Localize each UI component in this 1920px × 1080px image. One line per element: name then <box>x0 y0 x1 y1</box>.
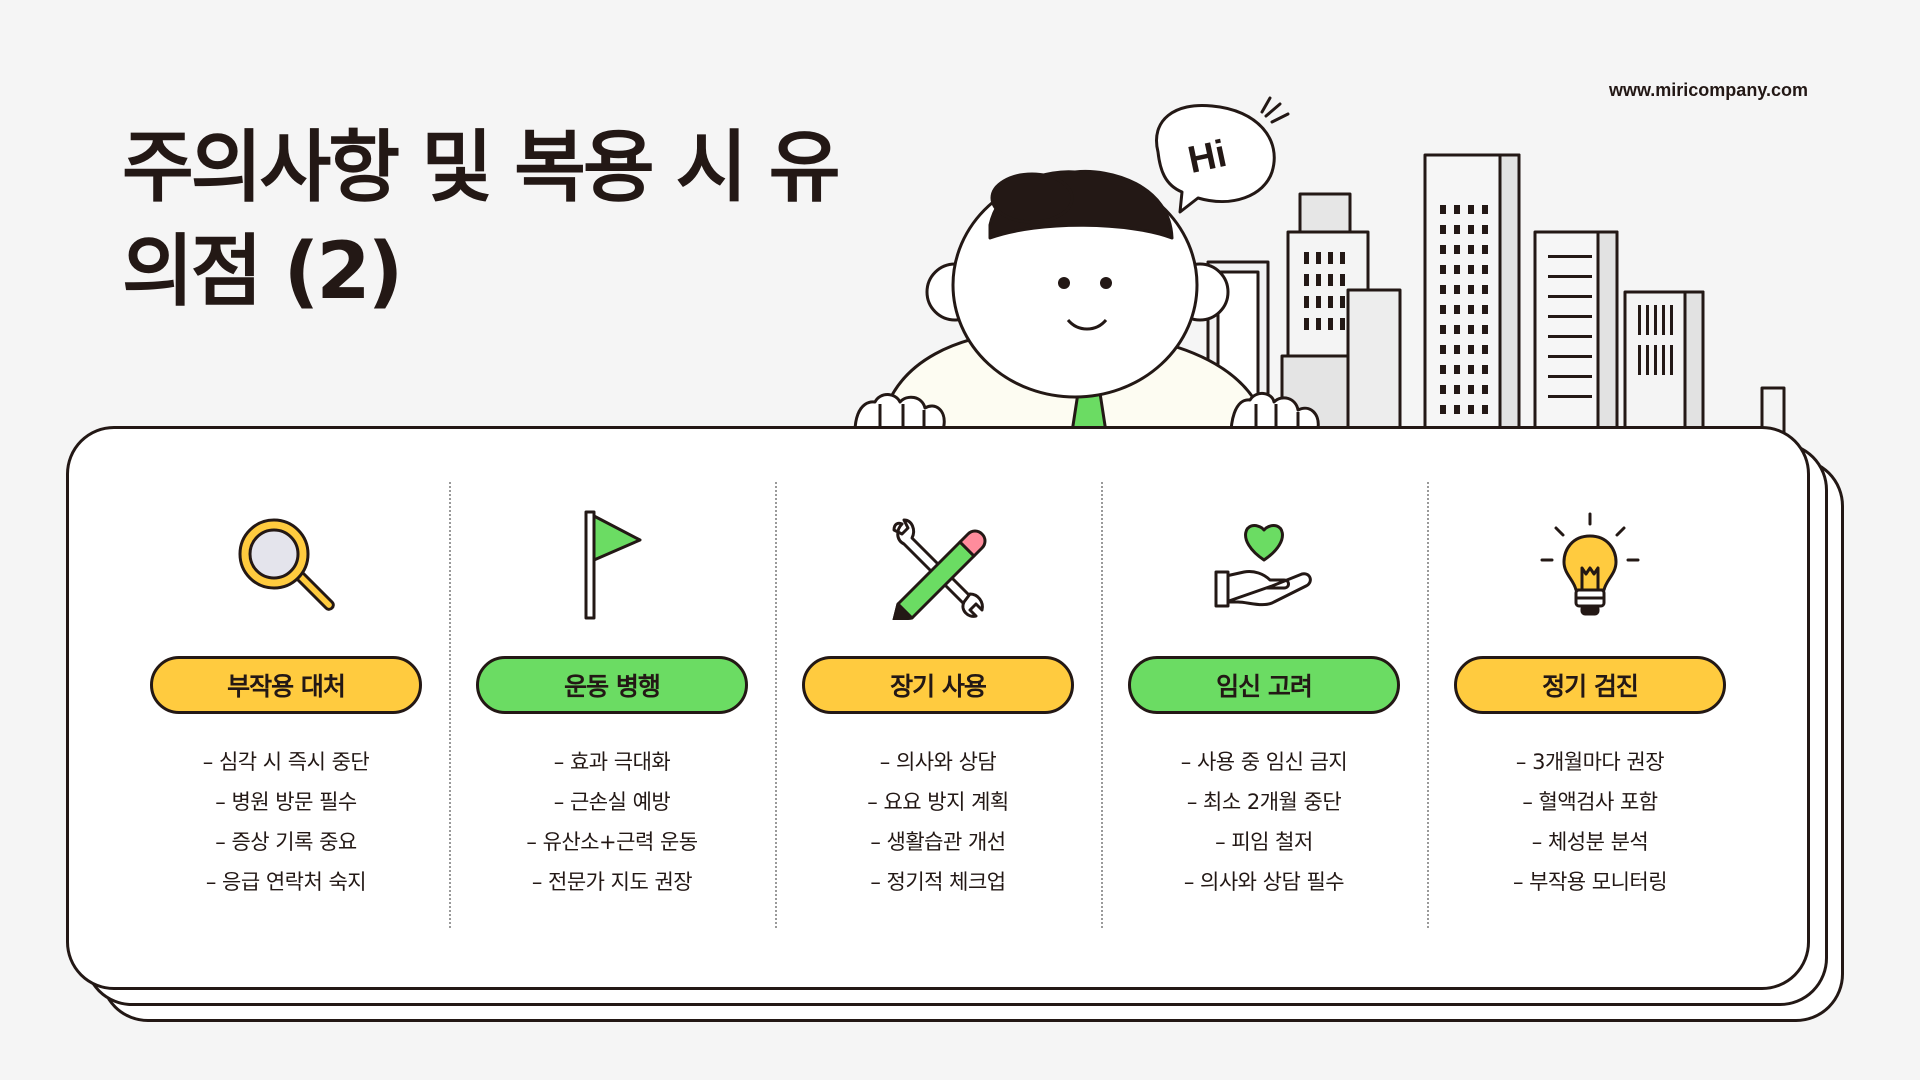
list-item: – 최소 2개월 중단 <box>1186 790 1342 814</box>
column-exercise: 운동 병행 – 효과 극대화 – 근손실 예방 – 유산소+근력 운동 – 전문… <box>449 480 775 930</box>
item-list: – 의사와 상담 – 요요 방지 계획 – 생활습관 개선 – 정기적 체크업 <box>775 742 1101 902</box>
list-item: – 병원 방문 필수 <box>215 790 357 814</box>
label-side-effects: 부작용 대처 <box>150 656 422 714</box>
list-item: – 3개월마다 권장 <box>1515 750 1665 774</box>
list-item: – 체성분 분석 <box>1531 830 1649 854</box>
label-checkup: 정기 검진 <box>1454 656 1726 714</box>
building-4 <box>1533 230 1619 434</box>
list-item: – 생활습관 개선 <box>870 830 1006 854</box>
list-item: – 부작용 모니터링 <box>1512 870 1668 894</box>
pencil-wrench-icon <box>892 518 987 620</box>
list-item: – 요요 방지 계획 <box>867 790 1009 814</box>
item-list: – 3개월마다 권장 – 혈액검사 포함 – 체성분 분석 – 부작용 모니터링 <box>1427 742 1753 902</box>
list-item: – 응급 연락처 숙지 <box>205 870 367 894</box>
speech-bubble-text: Hi <box>1184 133 1230 182</box>
site-url[interactable]: www.miricompany.com <box>1608 80 1808 100</box>
column-long-term: 장기 사용 – 의사와 상담 – 요요 방지 계획 – 생활습관 개선 – 정기… <box>775 480 1101 930</box>
list-item: – 심각 시 즉시 중단 <box>202 750 370 774</box>
column-pregnancy: 임신 고려 – 사용 중 임신 금지 – 최소 2개월 중단 – 피임 철저 –… <box>1101 480 1427 930</box>
flag-icon <box>584 510 642 620</box>
list-item: – 의사와 상담 필수 <box>1183 870 1345 894</box>
column-divider <box>1427 482 1429 928</box>
heart-hand-icon <box>1214 524 1312 608</box>
speech-bubble <box>1155 103 1276 214</box>
item-list: – 사용 중 임신 금지 – 최소 2개월 중단 – 피임 철저 – 의사와 상… <box>1101 742 1427 902</box>
list-item: – 유산소+근력 운동 <box>526 830 698 854</box>
lightbulb-icon <box>1540 512 1640 616</box>
column-divider <box>449 482 451 928</box>
item-list: – 심각 시 즉시 중단 – 병원 방문 필수 – 증상 기록 중요 – 응급 … <box>123 742 449 902</box>
item-list: – 효과 극대화 – 근손실 예방 – 유산소+근력 운동 – 전문가 지도 권… <box>449 742 775 902</box>
list-item: – 증상 기록 중요 <box>215 830 357 854</box>
column-side-effects: 부작용 대처 – 심각 시 즉시 중단 – 병원 방문 필수 – 증상 기록 중… <box>123 480 449 930</box>
column-divider <box>1101 482 1103 928</box>
building-2 <box>1280 192 1402 434</box>
list-item: – 피임 철저 <box>1215 830 1313 854</box>
list-item: – 사용 중 임신 금지 <box>1180 750 1348 774</box>
list-item: – 전문가 지도 권장 <box>531 870 693 894</box>
list-item: – 효과 극대화 <box>553 750 671 774</box>
page-title: 주의사항 및 복용 시 유의점 (2) <box>122 123 840 317</box>
column-divider <box>775 482 777 928</box>
list-item: – 혈액검사 포함 <box>1522 790 1658 814</box>
list-item: – 정기적 체크업 <box>870 870 1006 894</box>
label-exercise: 운동 병행 <box>476 656 748 714</box>
label-pregnancy: 임신 고려 <box>1128 656 1400 714</box>
magnifier-icon <box>238 518 335 611</box>
list-item: – 근손실 예방 <box>553 790 671 814</box>
column-checkup: 정기 검진 – 3개월마다 권장 – 혈액검사 포함 – 체성분 분석 – 부작… <box>1427 480 1753 930</box>
list-item: – 의사와 상담 <box>879 750 997 774</box>
label-long-term: 장기 사용 <box>802 656 1074 714</box>
building-windows <box>1304 205 1673 414</box>
